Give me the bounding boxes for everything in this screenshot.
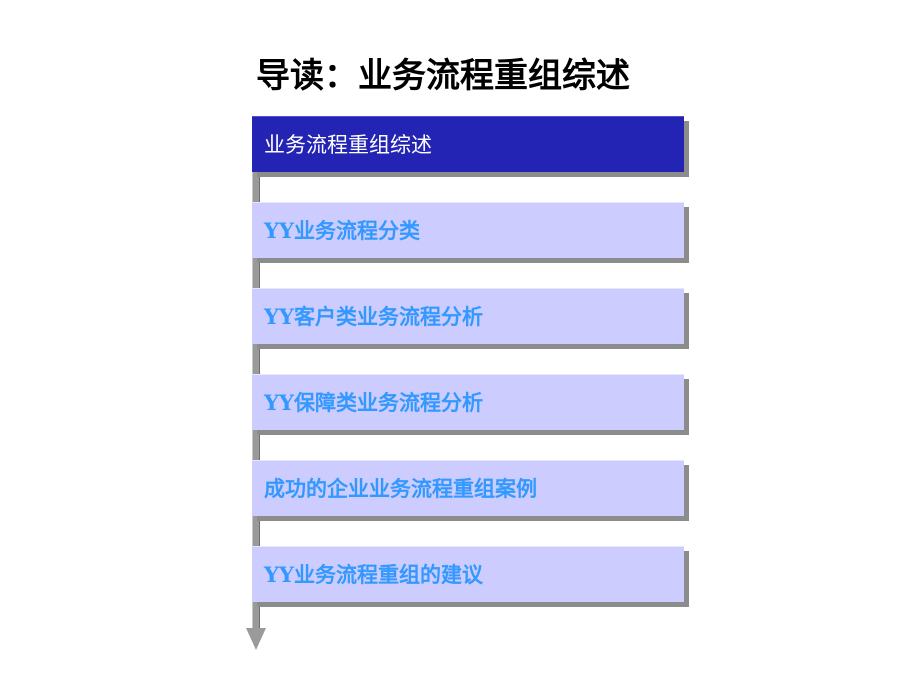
agenda-item-support-process[interactable]: YY保障类业务流程分析 [252,374,684,430]
timeline-arrow-down-icon [246,628,266,650]
agenda-item-classification[interactable]: YY业务流程分类 [252,202,684,258]
agenda-item-recommendations[interactable]: YY业务流程重组的建议 [252,546,684,602]
slide-title: 导读：业务流程重组综述 [256,56,630,96]
agenda-item-customer-process[interactable]: YY客户类业务流程分析 [252,288,684,344]
agenda-item-overview[interactable]: 业务流程重组综述 [252,116,684,172]
agenda-item-case-studies[interactable]: 成功的企业业务流程重组案例 [252,460,684,516]
